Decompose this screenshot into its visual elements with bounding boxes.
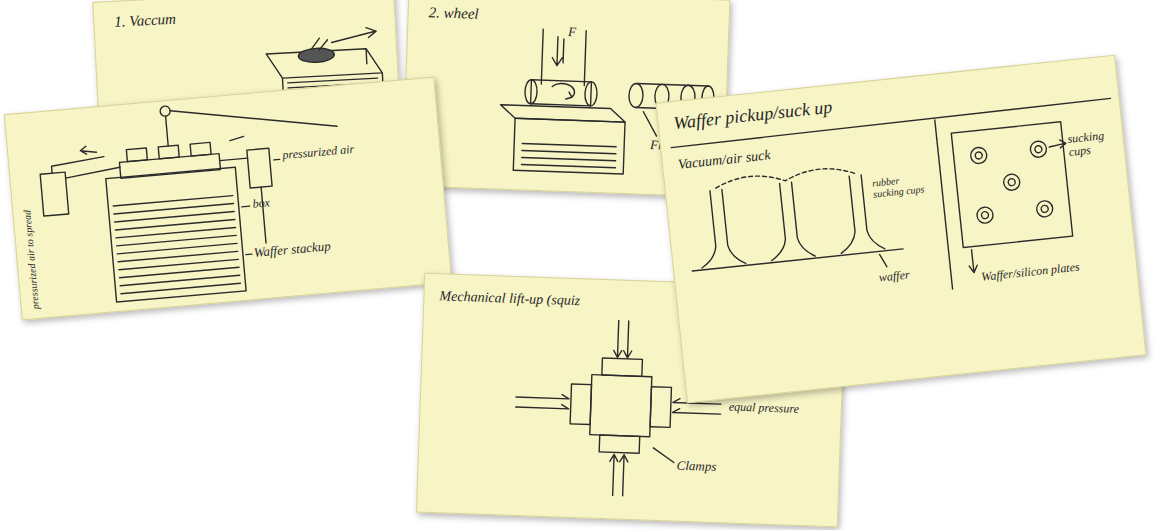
sketch-card: pressurized air boxWaffer stackup pressuri…: [4, 77, 452, 321]
card-title: Waffer pickup/suck up: [673, 98, 834, 134]
part-label: pressurized air: [282, 143, 355, 162]
part-label: equal pressure: [729, 400, 800, 416]
stack-box-sketch: [5, 78, 451, 320]
sketch-card: Waffer pickup/suck up Vacuum/air suck rubb…: [655, 55, 1146, 404]
card-title: 1. Vaccum: [114, 11, 176, 31]
note-label: pressurized air to spread: [21, 210, 41, 310]
part-label: sucking cups: [1067, 128, 1119, 159]
card-title: 2. wheel: [428, 4, 479, 22]
section-label: Vacuum/air suck: [677, 147, 771, 172]
part-label: rubber sucking cups: [871, 172, 931, 200]
card-title: Mechanical lift-up (squiz: [439, 288, 580, 308]
force-label: F: [568, 25, 576, 40]
part-label: Clamps: [676, 459, 716, 475]
part-label: box: [252, 196, 270, 211]
part-label: Waffer stackup: [253, 239, 331, 260]
part-label: waffer: [878, 268, 910, 284]
part-label: Waffer/silicon plates: [981, 261, 1080, 284]
